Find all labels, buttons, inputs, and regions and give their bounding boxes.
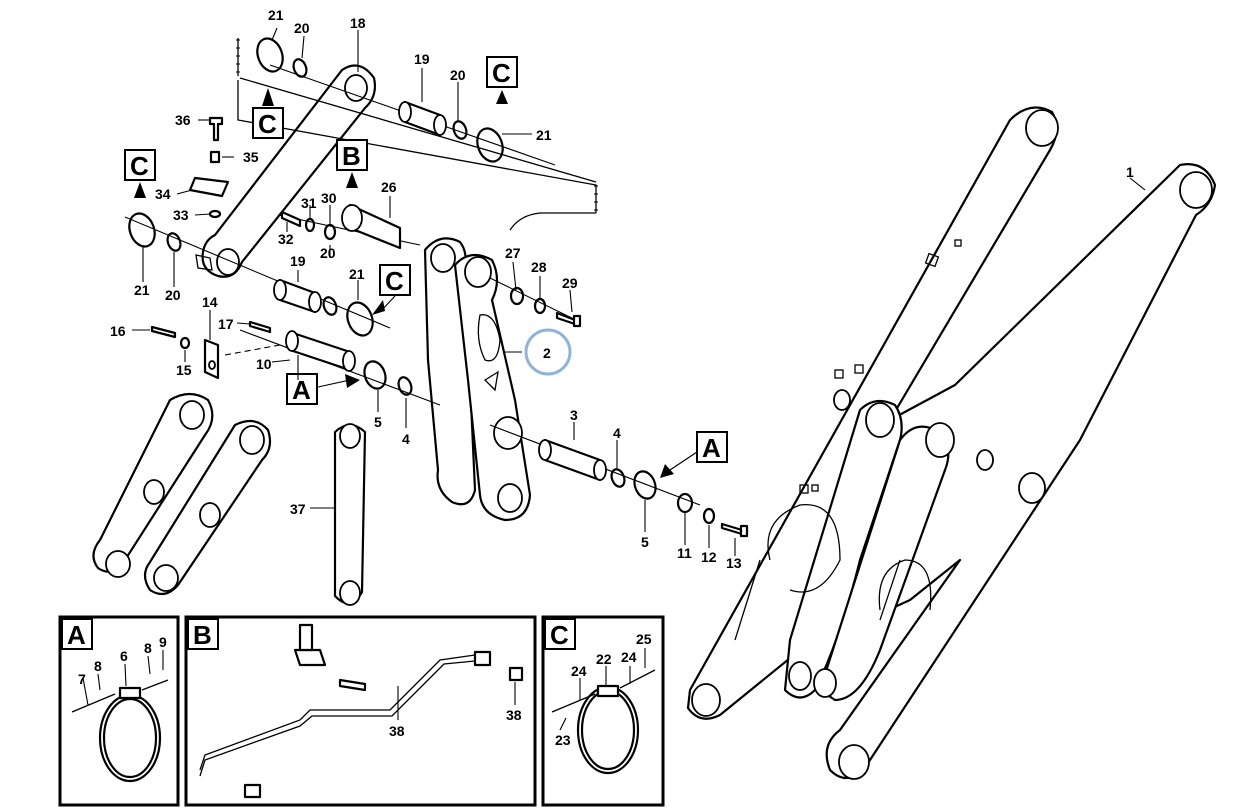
detail-box-a [58, 615, 180, 807]
tilt-links [92, 392, 272, 596]
callout-29: 29 [562, 275, 578, 291]
callout-16: 16 [110, 323, 126, 339]
callout-37: 37 [290, 501, 306, 517]
callout-8: 8 [144, 640, 152, 656]
ref-a-label: A [292, 375, 311, 405]
detail-a-label: A [67, 620, 86, 650]
ref-c-label: C [492, 58, 511, 88]
callout-30: 30 [321, 190, 337, 206]
callout-4: 4 [402, 431, 410, 447]
callout-20: 20 [450, 67, 466, 83]
callout-18: 18 [350, 15, 366, 31]
callout-13: 13 [726, 555, 742, 571]
detail-c-label: C [550, 620, 569, 650]
callout-21: 21 [134, 282, 150, 298]
callout-28: 28 [531, 259, 547, 275]
callout-22: 22 [596, 651, 612, 667]
callout-5: 5 [374, 414, 382, 430]
callout-4: 4 [613, 425, 621, 441]
callout-32: 32 [278, 231, 294, 247]
ref-c-label: C [130, 151, 149, 181]
callout-9: 9 [159, 634, 167, 650]
callout-20: 20 [294, 20, 310, 36]
callout-8: 8 [94, 658, 102, 674]
ref-c-label: C [258, 109, 277, 139]
callout-19: 19 [414, 51, 430, 67]
callout-36: 36 [175, 112, 191, 128]
callout-19: 19 [290, 253, 306, 269]
callout-1: 1 [1126, 164, 1134, 180]
callout-numbers: 1 2 3 4 4 5 5 6 7 8 8 9 10 11 12 13 14 1… [78, 7, 1134, 748]
callout-6: 6 [120, 648, 128, 664]
link-37 [333, 423, 367, 606]
detail-box-b [184, 615, 537, 807]
detail-b-label: B [193, 620, 212, 650]
ref-boxes [124, 56, 728, 478]
callout-17: 17 [218, 316, 234, 332]
callout-15: 15 [176, 362, 192, 378]
callout-25: 25 [636, 631, 652, 647]
detail-box-c [541, 615, 665, 807]
callout-7: 7 [78, 671, 86, 687]
callout-12: 12 [701, 549, 717, 565]
callout-31: 31 [301, 195, 317, 211]
bell-crank [423, 237, 532, 522]
ref-b-label: B [342, 141, 361, 171]
callout-5: 5 [641, 534, 649, 550]
callout-38: 38 [506, 707, 522, 723]
lift-arm-frame [686, 106, 1217, 780]
callout-33: 33 [173, 207, 189, 223]
callout-21: 21 [349, 266, 365, 282]
callout-38: 38 [389, 723, 405, 739]
highlight-circle [524, 328, 572, 376]
callout-20: 20 [320, 245, 336, 261]
leader-lines [82, 27, 1146, 731]
callout-21: 21 [268, 7, 284, 23]
ref-a-label: A [702, 433, 721, 463]
ref-c-label: C [385, 266, 404, 296]
callout-26: 26 [381, 179, 397, 195]
callout-34: 34 [155, 186, 171, 202]
callout-2: 2 [543, 345, 551, 361]
callout-27: 27 [505, 245, 521, 261]
ref-box-labels: C C C B C A A A B C [67, 58, 721, 650]
callout-14: 14 [202, 294, 218, 310]
callout-11: 11 [677, 545, 692, 561]
frame-link [195, 64, 377, 278]
callout-3: 3 [570, 407, 578, 423]
callout-21: 21 [536, 127, 552, 143]
callout-20: 20 [165, 287, 181, 303]
frame-outline [236, 38, 598, 231]
callout-24: 24 [571, 663, 587, 679]
callout-10: 10 [256, 356, 272, 372]
pins-and-rings [124, 37, 749, 538]
callout-35: 35 [243, 149, 259, 165]
callout-23: 23 [555, 732, 571, 748]
callout-24: 24 [621, 649, 637, 665]
